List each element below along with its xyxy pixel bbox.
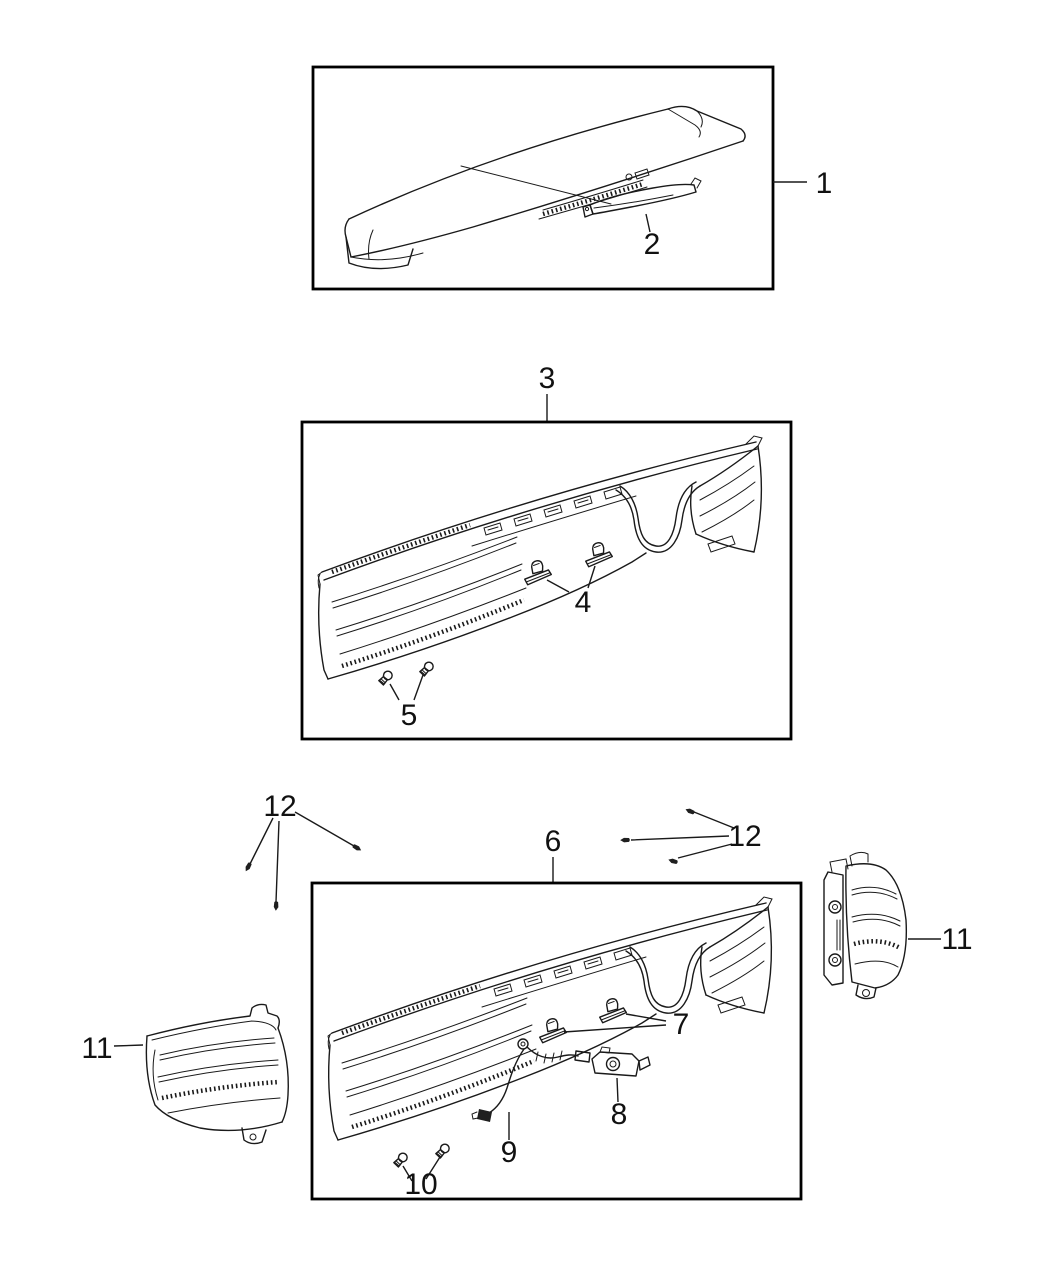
leader-line: [645, 213, 651, 233]
light-bar-illustration: [318, 436, 762, 679]
screw-icon: [667, 857, 679, 865]
callout-12-left: 12: [263, 790, 296, 823]
wiring-harness-illustration: [471, 1038, 591, 1122]
assembly-box-1: [311, 65, 775, 291]
tail-lamp-right-illustration: [823, 851, 908, 1000]
retainer-clip-icon: [596, 996, 629, 1024]
callout-11-right: 11: [941, 923, 972, 956]
callout-8: 8: [611, 1098, 628, 1131]
callout-9: 9: [501, 1136, 518, 1169]
leader-line: [113, 1044, 144, 1047]
callout-10: 10: [404, 1168, 437, 1201]
bulb-icon: [434, 1141, 452, 1161]
chmsl-lamp-illustration: [582, 177, 702, 218]
retainer-clip-icon: [536, 1016, 569, 1044]
spoiler-illustration: [344, 105, 746, 270]
leader-line: [546, 565, 596, 593]
screw-icon: [620, 837, 630, 843]
rear-camera-icon: [591, 1046, 651, 1077]
assembly-box-3: [300, 420, 793, 741]
callout-12-right: 12: [728, 820, 761, 853]
callout-1: 1: [816, 167, 833, 200]
leader-line: [249, 811, 355, 903]
screw-icon: [273, 901, 279, 911]
leader-line: [616, 1077, 619, 1103]
callout-2: 2: [644, 228, 661, 261]
tail-lamp-left-illustration: [145, 1003, 289, 1145]
callout-4: 4: [575, 586, 592, 619]
callout-5: 5: [401, 699, 418, 732]
leader-line: [402, 1156, 441, 1182]
bulb-icon: [418, 659, 436, 679]
light-bar-illustration: [328, 897, 772, 1140]
leader-line: [389, 674, 424, 701]
assembly-box-6: [310, 881, 803, 1201]
bulb-icon: [377, 668, 395, 688]
callout-7: 7: [673, 1008, 690, 1041]
callout-6: 6: [545, 825, 562, 858]
callout-3: 3: [539, 362, 556, 395]
callout-11-left: 11: [81, 1032, 112, 1065]
leader-line: [630, 811, 735, 859]
retainer-clip-icon: [582, 540, 615, 568]
screw-icon: [684, 807, 696, 816]
leader-line: [563, 1013, 667, 1033]
bulb-icon: [392, 1150, 410, 1170]
